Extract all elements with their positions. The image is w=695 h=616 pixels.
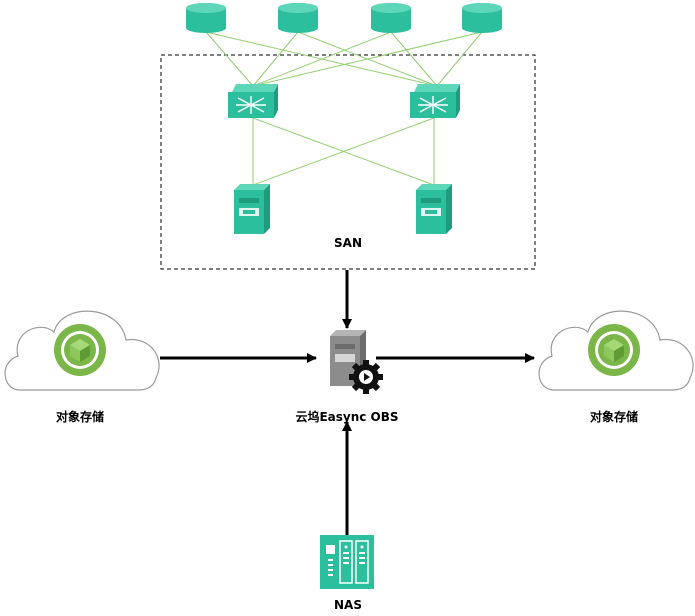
switch-server-links: [252, 117, 435, 186]
san-label: SAN: [334, 236, 362, 250]
center-server-label: 云坞Easync OBS: [295, 410, 399, 424]
object-storage-icon: [588, 324, 640, 376]
server-icon: [416, 184, 452, 234]
server-icon: [234, 184, 270, 234]
switch-icon: [410, 84, 460, 118]
left-storage-label: 对象存储: [55, 410, 105, 424]
right-storage-label: 对象存储: [589, 410, 639, 424]
server-gear-icon: [330, 330, 383, 394]
object-storage-icon: [54, 324, 106, 376]
db-switch-links: [205, 31, 483, 87]
database-icon: [462, 3, 502, 33]
switch-icon: [228, 84, 278, 118]
nas-icon: [320, 535, 374, 589]
cloud-icon: [4, 310, 160, 391]
database-icon: [371, 3, 411, 33]
nas-label: NAS: [334, 598, 362, 612]
database-icon: [186, 3, 226, 33]
cloud-icon: [538, 310, 694, 391]
database-icon: [278, 3, 318, 33]
